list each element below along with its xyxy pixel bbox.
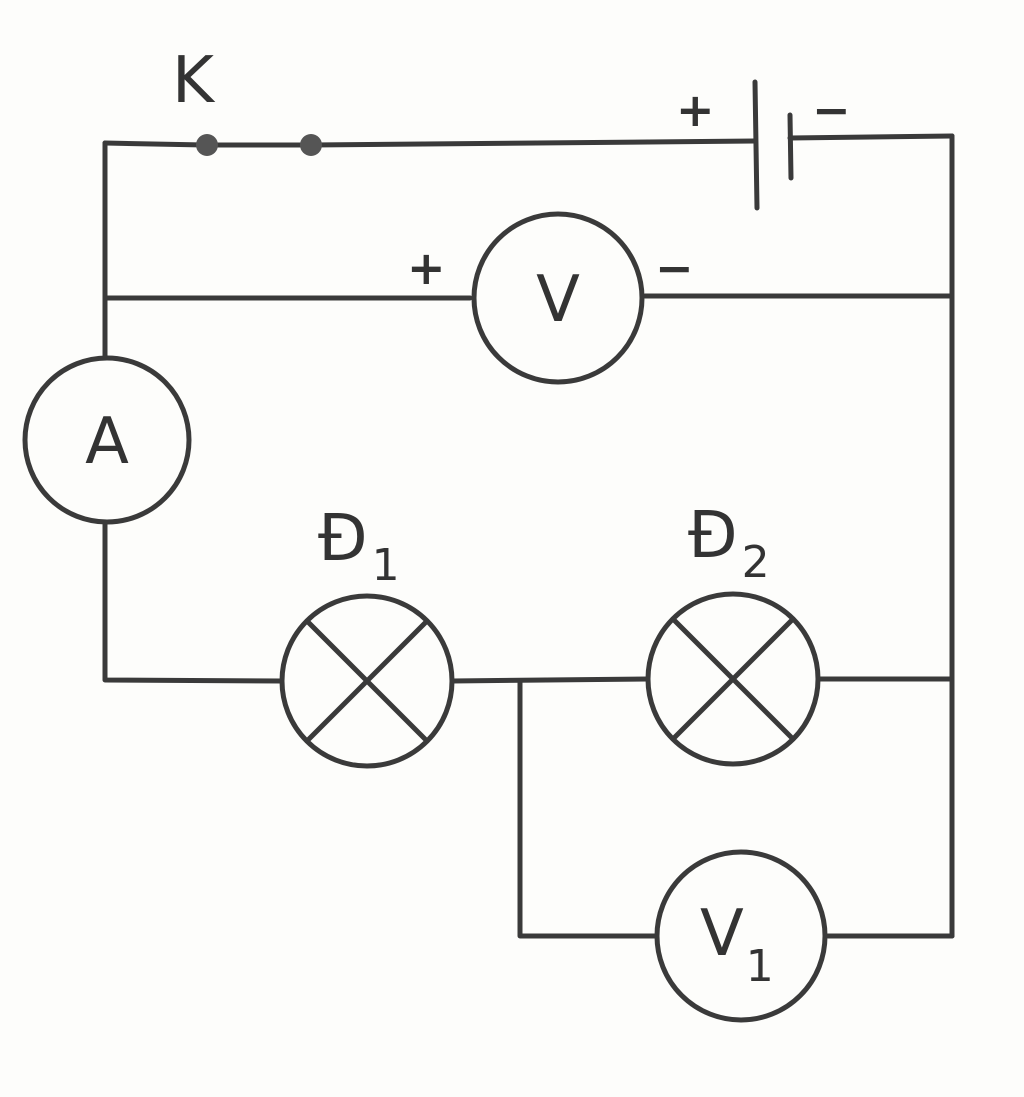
switch-k	[196, 134, 322, 156]
battery-symbol	[752, 79, 794, 211]
voltmeter-minus-sign: −	[655, 241, 694, 295]
lamp-1	[279, 593, 455, 769]
lamp1-label: Đ1	[318, 502, 400, 591]
battery-minus-sign: −	[812, 83, 851, 137]
battery-plus-sign: +	[676, 83, 715, 137]
ammeter-circle	[22, 355, 192, 525]
lamp-row-wire	[449, 676, 953, 684]
voltmeter-branch-wire	[102, 293, 953, 301]
voltmeter1-circle	[654, 849, 828, 1023]
ammeter-label: A	[85, 405, 129, 479]
voltmeter-plus-sign: +	[407, 241, 446, 295]
lamp-2	[645, 591, 821, 767]
voltmeter1-label: V1	[700, 897, 774, 992]
voltmeter-circle	[471, 211, 645, 385]
top-wire	[102, 133, 955, 148]
lamp2-label: Đ2	[688, 499, 770, 588]
switch-label: K	[172, 44, 216, 118]
v1-branch-wire	[517, 678, 955, 939]
voltmeter-label: V	[536, 263, 580, 337]
left-wire	[102, 140, 285, 684]
